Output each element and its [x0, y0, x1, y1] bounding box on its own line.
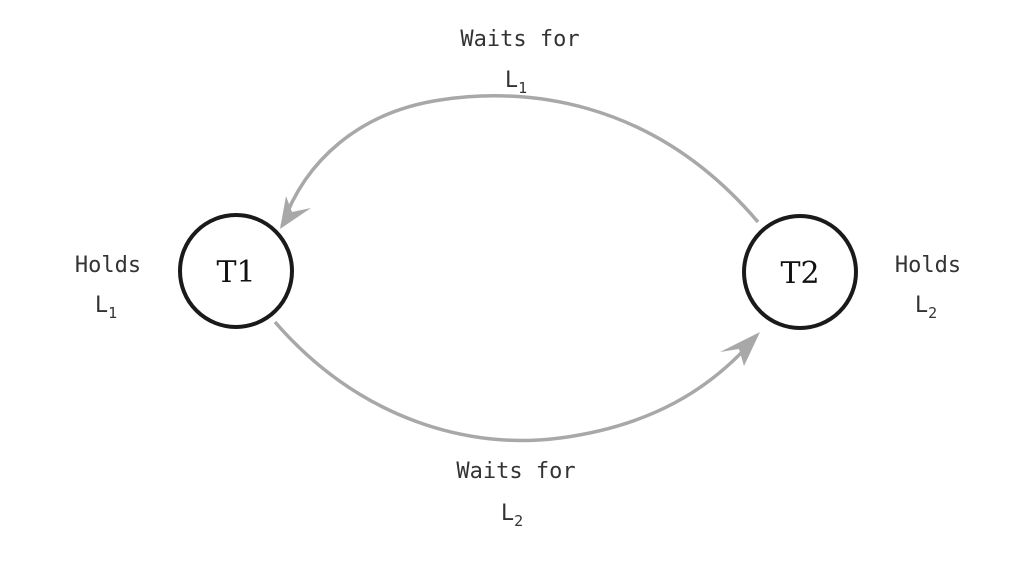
edge-t2-to-t1 [280, 94, 760, 227]
node-t2-label: T2 [780, 256, 819, 291]
arrowhead-t1 [280, 196, 311, 229]
t2-holds-lock: L2 [915, 293, 937, 322]
node-t2 [742, 214, 858, 330]
t1-holds-label: Holds [75, 253, 141, 278]
node-t1 [178, 213, 294, 329]
edge-top-label-line2: L1 [505, 68, 527, 97]
node-t1-label: T1 [216, 255, 255, 290]
edge-bottom-label-line2: L2 [501, 501, 523, 530]
t2-holds-label: Holds [895, 253, 961, 278]
edge-top-label-line1: Waits for [460, 27, 579, 52]
edge-t1-to-t2 [273, 320, 757, 443]
t1-holds-lock: L1 [95, 293, 117, 322]
arrowhead-t2 [720, 332, 760, 366]
edge-bottom-label-line1: Waits for [456, 459, 575, 484]
